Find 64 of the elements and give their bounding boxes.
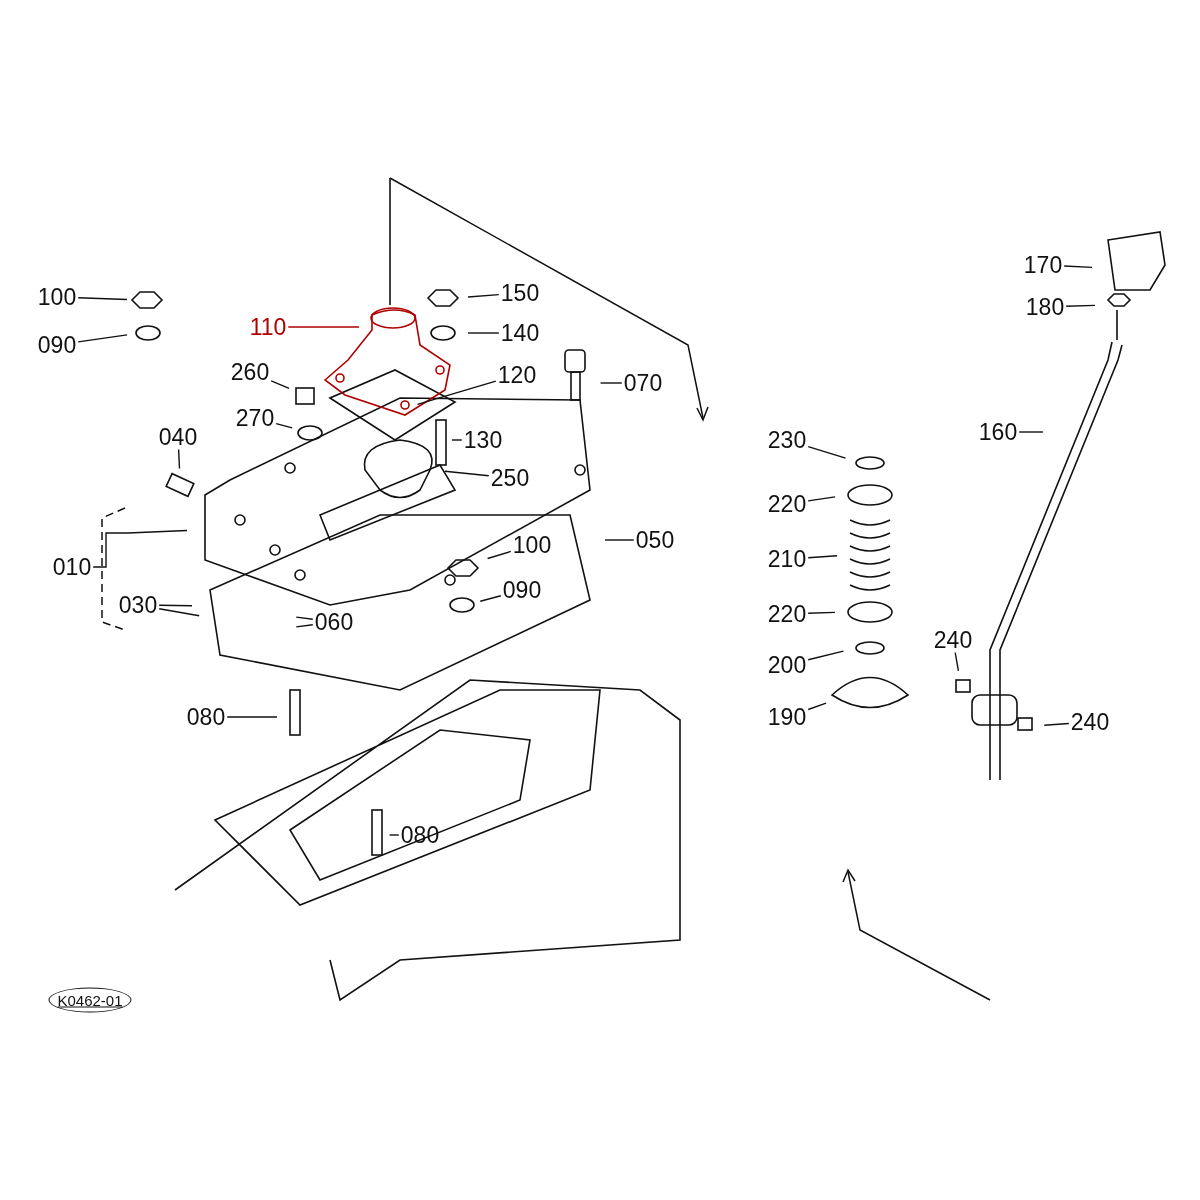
leader-line: [807, 611, 836, 614]
callout-number: 070: [623, 371, 663, 395]
callout-number: 200: [767, 653, 807, 677]
callout-number: 230: [767, 428, 807, 452]
callout-number: 270: [235, 406, 275, 430]
leader-line: [388, 834, 400, 836]
callout-number: 120: [497, 363, 537, 387]
callout-number: 160: [978, 420, 1018, 444]
callout-number: 170: [1023, 253, 1063, 277]
leader-line: [479, 595, 502, 602]
leader-line: [807, 650, 845, 661]
leader-line: [807, 445, 847, 459]
callout-number: 080: [186, 705, 226, 729]
leader-line: [954, 651, 960, 672]
callout-number: 150: [500, 281, 540, 305]
leader-line: [92, 529, 188, 568]
callout-number: 090: [37, 333, 77, 357]
leader-line: [77, 334, 128, 343]
callout-number: 220: [767, 602, 807, 626]
callout-number: 100: [37, 285, 77, 309]
leader-line: [444, 470, 490, 477]
leader-line: [807, 496, 836, 502]
callout-number: 210: [767, 547, 807, 571]
callout-number: 140: [500, 321, 540, 345]
callout-number: 240: [933, 628, 973, 652]
callout-number: 220: [767, 492, 807, 516]
callout-number: 180: [1025, 295, 1065, 319]
leader-line: [604, 539, 635, 541]
leader-line: [1043, 722, 1070, 726]
leader-line: [295, 624, 314, 628]
callout-number: 190: [767, 705, 807, 729]
callout-number: 250: [490, 466, 530, 490]
leader-line: [270, 380, 290, 389]
callout-number: 030: [118, 593, 158, 617]
callout-number: 260: [230, 360, 270, 384]
callout-number: 010: [52, 555, 92, 579]
leader-line: [807, 702, 827, 711]
leader-line: [599, 382, 623, 384]
leader-line: [287, 326, 360, 328]
leader-line: [416, 380, 497, 405]
leader-line: [451, 439, 463, 441]
leader-line: [1063, 265, 1093, 269]
leader-line: [467, 332, 500, 334]
callout-number: 130: [463, 428, 503, 452]
leader-line: [295, 616, 314, 620]
leader-line: [226, 716, 278, 718]
leader-line: [77, 297, 128, 301]
leader-line: [1018, 431, 1044, 433]
leader-line: [158, 604, 193, 607]
leader-line: [486, 550, 512, 560]
callout-number: 060: [314, 610, 354, 634]
callout-number: 050: [635, 528, 675, 552]
leader-line: [467, 293, 500, 298]
callout-number: 090: [502, 578, 542, 602]
leader-line: [1065, 304, 1096, 307]
callout-number: 040: [158, 425, 198, 449]
leader-line: [158, 608, 200, 617]
callout-number: 110: [249, 315, 287, 339]
callout-number: 100: [512, 533, 552, 557]
leader-line: [807, 555, 838, 559]
leader-line: [177, 448, 181, 470]
leader-line: [275, 422, 293, 429]
callout-number: 240: [1070, 710, 1110, 734]
callout-number: 080: [400, 823, 440, 847]
